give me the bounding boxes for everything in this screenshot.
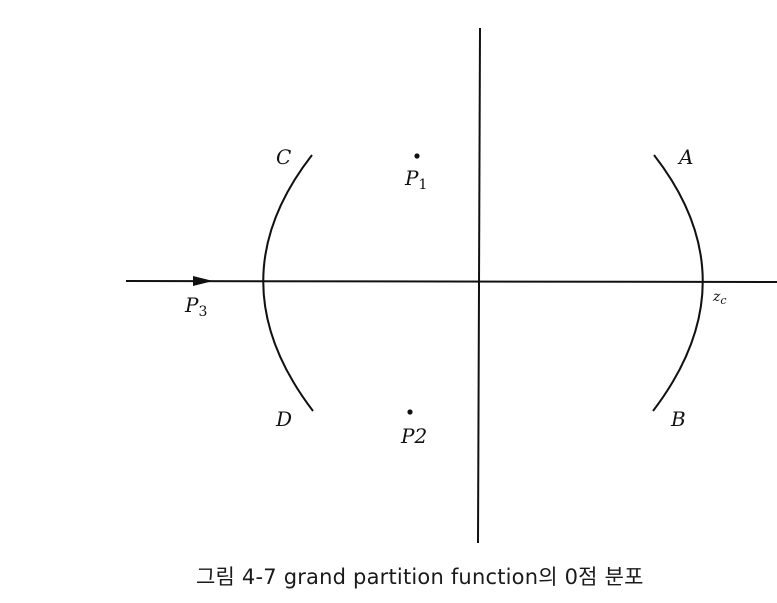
label-d: D — [275, 407, 292, 431]
figure-caption: 그림 4-7 grand partition function의 0점 분포 — [196, 565, 644, 589]
label-zc-sub: c — [720, 294, 726, 307]
label-p3-sub: 3 — [198, 304, 207, 320]
label-p3-main: P — [184, 293, 199, 317]
p3-arrowhead — [193, 276, 213, 286]
point-p1-dot — [414, 153, 420, 159]
label-zc: zc — [712, 289, 727, 307]
label-c: C — [276, 145, 291, 169]
arc-cd — [262, 154, 314, 412]
label-p1-main: P — [404, 166, 419, 190]
label-a: A — [677, 145, 693, 169]
label-p1: P1 — [404, 166, 427, 193]
point-p2-dot — [407, 409, 413, 415]
horizontal-axis — [125, 280, 777, 283]
label-p2: P2 — [400, 424, 427, 448]
arc-ab — [652, 154, 704, 412]
vertical-axis — [477, 27, 481, 544]
label-p1-sub: 1 — [418, 177, 427, 193]
label-b: B — [670, 407, 686, 431]
label-zc-main: z — [712, 289, 721, 305]
label-p3: P3 — [184, 293, 207, 320]
